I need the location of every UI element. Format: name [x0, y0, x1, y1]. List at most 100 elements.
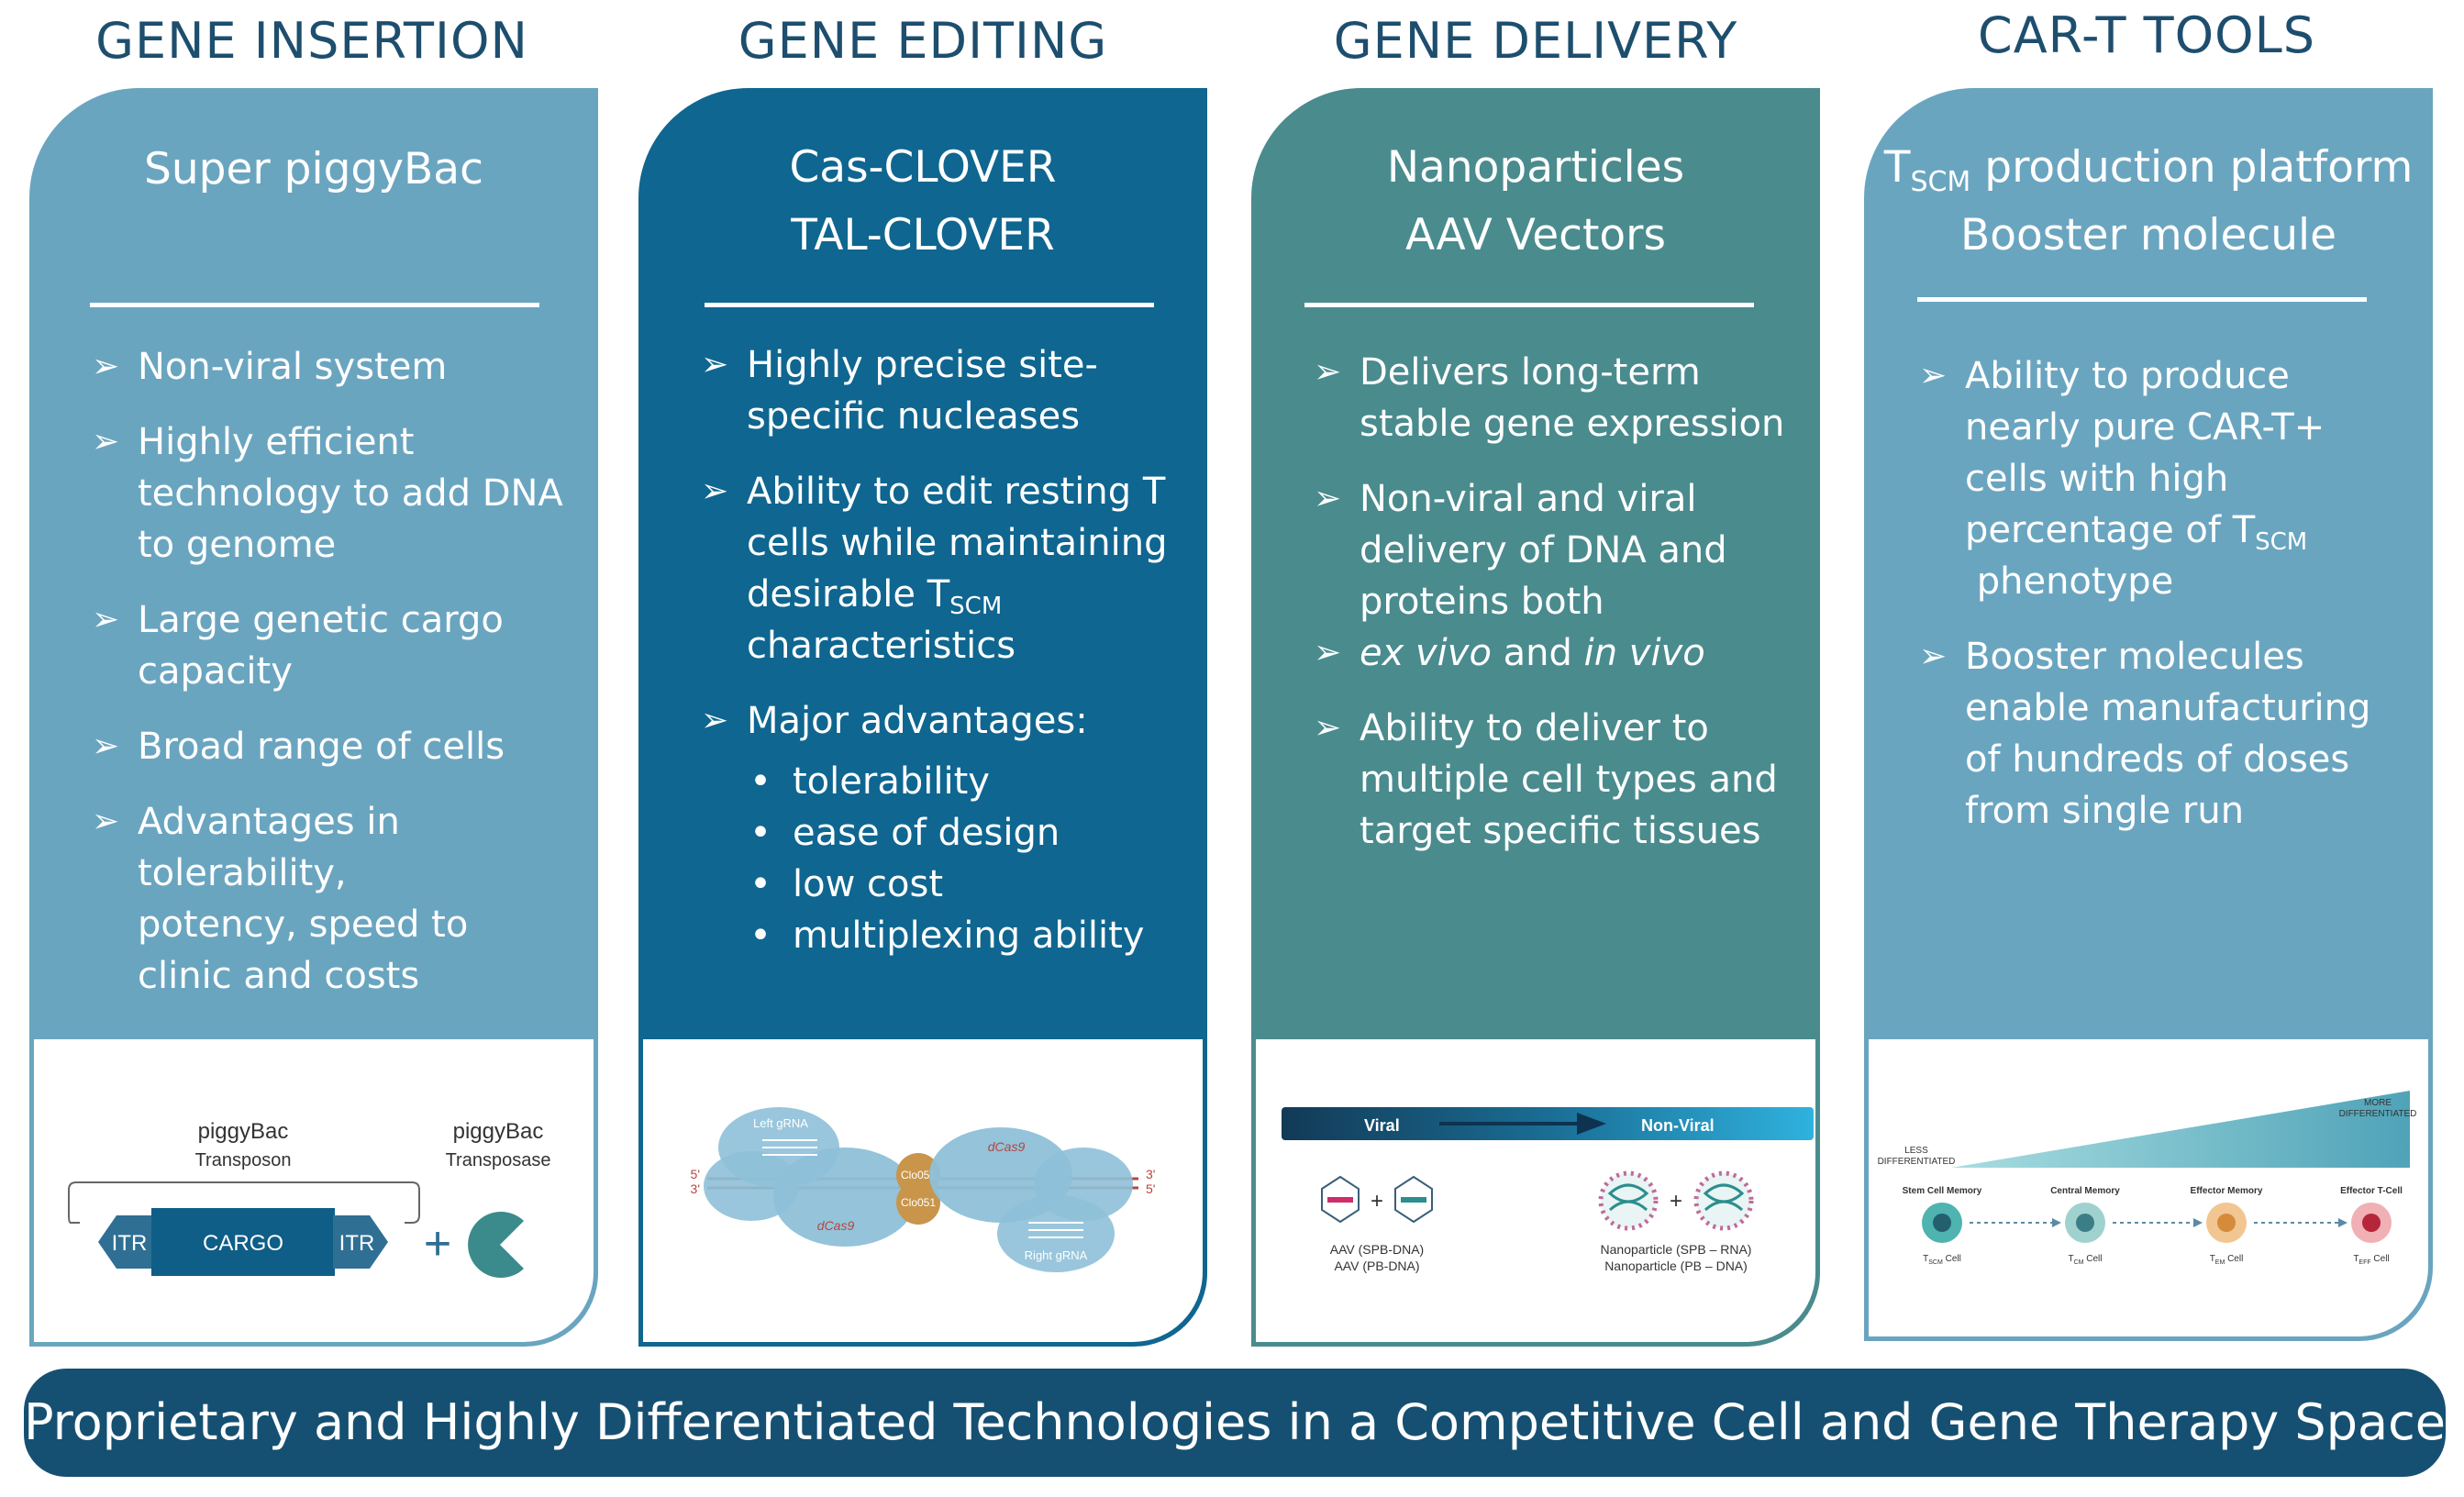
stage-effector-t-cell: Effector T-Cell	[2340, 1186, 2403, 1196]
left-grna-label: Left gRNA	[753, 1116, 808, 1130]
transposon-label: piggyBac	[198, 1119, 289, 1144]
gene-editing-card: Cas-CLOVER TAL-CLOVER ➢Highly precise si…	[638, 88, 1207, 1347]
bullet-item: ➢Broad range of cells	[92, 721, 587, 772]
bullet-item: ➢Major advantages: •tolerability •ease o…	[701, 695, 1196, 961]
card-subtitle: Cas-CLOVER TAL-CLOVER	[789, 142, 1057, 261]
advantage-item: •ease of design	[747, 807, 1196, 859]
tscm-cell-label: TSCM Cell	[1923, 1254, 1961, 1266]
piggybac-figure: piggyBac Transposon piggyBac Transposase…	[34, 1039, 594, 1342]
dot-bullet-icon: •	[749, 812, 771, 854]
card-divider	[705, 303, 1154, 307]
bullet-item: ➢Booster molecules enable manufacturing …	[1919, 631, 2405, 837]
clover-figure: 5' 3' 3' 5' Left gRNA dCas9 Clo051 Clo05…	[643, 1039, 1203, 1342]
arrowhead-bullet-icon: ➢	[92, 601, 120, 638]
stage-stem-cell-memory: Stem Cell Memory	[1903, 1186, 1982, 1196]
piggybac-diagram: piggyBac Transposon piggyBac Transposase…	[68, 1119, 551, 1278]
stage-central-memory: Central Memory	[2050, 1186, 2120, 1196]
dot-bullet-icon: •	[749, 760, 771, 803]
tcm-cell-label: TCM Cell	[2068, 1254, 2102, 1266]
stage-effector-memory: Effector Memory	[2191, 1186, 2263, 1196]
bullet-list: ➢Highly precise site-specific nucleases …	[701, 339, 1196, 985]
bullet-item: ➢ex vivo and in vivo	[1314, 627, 1791, 679]
bullet-list: ➢Non-viral system ➢Highly efficient tech…	[92, 341, 587, 1026]
right-grna-blob	[997, 1195, 1115, 1272]
transposase-sublabel: Transposase	[446, 1150, 551, 1170]
viral-arrow-icon	[1577, 1113, 1606, 1135]
advantage-item: •low cost	[747, 859, 1196, 910]
clo051-label-top: Clo051	[901, 1169, 936, 1181]
np-plus-sign: +	[1670, 1189, 1682, 1214]
viral-label: Viral	[1364, 1116, 1400, 1135]
gene-insertion-heading: GENE INSERTION	[95, 12, 528, 70]
cargo-box	[151, 1208, 335, 1276]
less-label-2: DIFFERENTIATED	[1878, 1157, 1956, 1167]
left-dcas9-label: dCas9	[817, 1218, 855, 1233]
three-prime-right: 3'	[1146, 1167, 1155, 1181]
cargo-label: CARGO	[203, 1231, 283, 1256]
transposase-pacman-icon	[468, 1212, 524, 1278]
arrow-icon	[2052, 1218, 2061, 1227]
gene-insertion-card: Super piggyBac ➢Non-viral system ➢Highly…	[29, 88, 598, 1347]
arrowhead-bullet-icon: ➢	[92, 348, 120, 385]
card-subtitle: Nanoparticles AAV Vectors	[1386, 142, 1685, 261]
arrowhead-bullet-icon: ➢	[701, 472, 729, 510]
plus-sign: +	[424, 1217, 451, 1270]
bullet-item: ➢Non-viral system	[92, 341, 587, 393]
aav-capsid-icon-1	[1321, 1175, 1360, 1224]
car-t-tools-card: TSCM production platform Booster molecul…	[1864, 88, 2433, 1341]
arrowhead-bullet-icon: ➢	[92, 423, 120, 460]
aav-capsid-icon-2	[1394, 1175, 1433, 1224]
bullet-item: ➢Highly efficient technology to add DNA …	[92, 416, 587, 571]
differentiation-wedge	[1951, 1091, 2410, 1168]
arrowhead-bullet-icon: ➢	[1314, 634, 1342, 671]
dot-bullet-icon: •	[749, 863, 771, 905]
arrowhead-bullet-icon: ➢	[92, 727, 120, 765]
arrowhead-bullet-icon: ➢	[1314, 480, 1342, 517]
more-label-2: DIFFERENTIATED	[2339, 1109, 2417, 1119]
right-grna-label: Right gRNA	[1025, 1248, 1088, 1262]
five-prime-left: 5'	[691, 1167, 700, 1181]
arrow-icon	[2338, 1218, 2347, 1227]
advantage-item: •tolerability	[747, 756, 1196, 807]
gene-delivery-heading: GENE DELIVERY	[1333, 12, 1738, 70]
arrowhead-bullet-icon: ➢	[701, 346, 729, 383]
arrowhead-bullet-icon: ➢	[92, 803, 120, 840]
grna-hairpin-right	[1028, 1222, 1083, 1238]
card-subtitle: TSCM production platform Booster molecul…	[1883, 142, 2414, 261]
teff-cell-label: TEFF Cell	[2353, 1254, 2389, 1266]
arrowhead-bullet-icon: ➢	[1314, 353, 1342, 391]
differentiation-diagram: LESS DIFFERENTIATED MORE DIFFERENTIATED …	[1878, 1091, 2417, 1266]
aav-label-1: AAV (SPB-DNA)	[1330, 1242, 1424, 1257]
tscm-figure: LESS DIFFERENTIATED MORE DIFFERENTIATED …	[1869, 1039, 2428, 1336]
transposon-bracket	[68, 1181, 420, 1224]
tem-cell-label: TEM Cell	[2210, 1254, 2244, 1266]
bullet-item: ➢Delivers long-term stable gene expressi…	[1314, 347, 1791, 449]
transposase-label: piggyBac	[453, 1119, 544, 1144]
delivery-diagram: Viral Non-Viral + AAV (SPB-DNA) AAV (PB-…	[1282, 1107, 1814, 1273]
left-dcas9-body	[773, 1148, 916, 1247]
dot-bullet-icon: •	[749, 915, 771, 957]
itr-right-label: ITR	[339, 1231, 375, 1256]
gene-delivery-card: Nanoparticles AAV Vectors ➢Delivers long…	[1251, 88, 1820, 1347]
bullet-item: ➢Highly precise site-specific nucleases	[701, 339, 1196, 442]
aav-plus-sign: +	[1371, 1189, 1383, 1214]
non-viral-label: Non-Viral	[1641, 1116, 1715, 1135]
bullet-list: ➢Ability to produce nearly pure CAR-T+ c…	[1919, 350, 2405, 860]
bullet-item: ➢Large genetic cargo capacity	[92, 594, 587, 697]
right-dcas9-label: dCas9	[988, 1139, 1026, 1154]
clo051-label-bottom: Clo051	[901, 1196, 936, 1209]
card-divider	[90, 303, 539, 307]
bullet-item: ➢Ability to produce nearly pure CAR-T+ c…	[1919, 350, 2405, 607]
advantages-list: •tolerability •ease of design •low cost …	[747, 756, 1196, 961]
transposon-sublabel: Transposon	[195, 1150, 292, 1170]
arrow-icon	[2193, 1218, 2203, 1227]
less-label-1: LESS	[1904, 1146, 1928, 1156]
five-prime-right: 5'	[1146, 1181, 1155, 1196]
three-prime-left: 3'	[691, 1181, 700, 1196]
clo051-right	[896, 1181, 940, 1225]
itr-left-label: ITR	[112, 1231, 148, 1256]
bullet-item: ➢Ability to deliver to multiple cell typ…	[1314, 703, 1791, 857]
clover-diagram: 5' 3' 3' 5' Left gRNA dCas9 Clo051 Clo05…	[691, 1107, 1155, 1272]
np-label-2: Nanoparticle (PB – DNA)	[1604, 1259, 1748, 1273]
arrowhead-bullet-icon: ➢	[1919, 357, 1948, 394]
